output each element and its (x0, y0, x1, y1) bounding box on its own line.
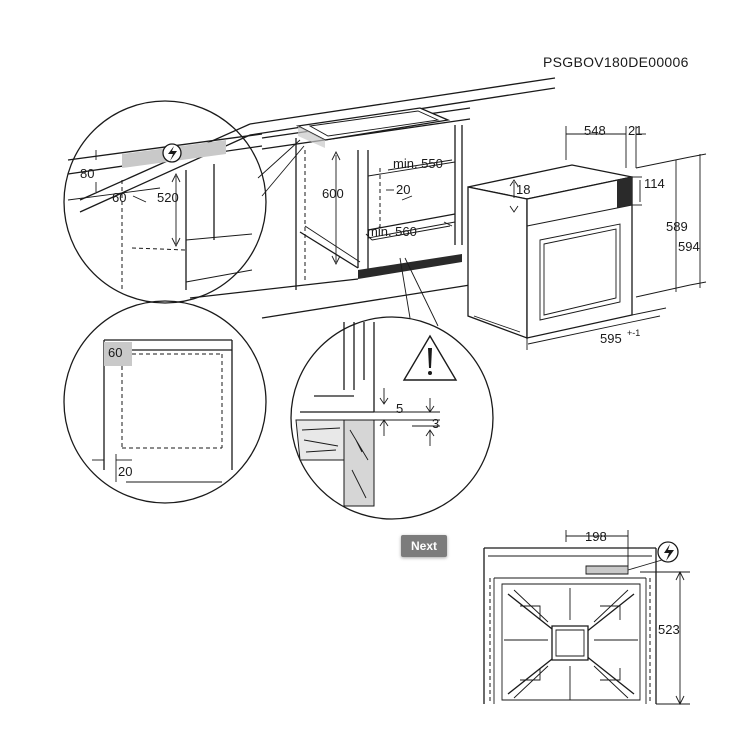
dimension-20-side: 20 (118, 464, 132, 479)
detail-circle-side: 60 20 (63, 300, 267, 504)
dimension-589: 589 (666, 219, 688, 234)
document-code: PSGBOV180DE00006 (543, 54, 689, 70)
dimension-594: 594 (678, 239, 700, 254)
dimension-18: 18 (516, 182, 530, 197)
kitchen-cabinet-drawing: 600 min. 550 20 min. 560 (79, 77, 556, 327)
next-button[interactable]: Next (401, 535, 447, 557)
detail-circle-plinth: 5 3 (290, 316, 494, 520)
detail-circle-worktop: 80 60 520 (63, 100, 305, 304)
electric-warning-icon (162, 143, 182, 163)
dimension-595-tolerance: +-1 (627, 328, 640, 338)
dimension-80: 80 (80, 166, 94, 181)
oven-drawing: 548 21 114 18 589 594 595 +-1 (467, 123, 707, 350)
electric-warning-icon-front (657, 541, 679, 563)
dimension-520: 520 (157, 190, 179, 205)
dimension-min-550: min. 550 (393, 156, 443, 171)
dimension-600: 600 (322, 186, 344, 201)
warning-triangle-icon (402, 334, 458, 381)
dimension-min-560: min. 560 (367, 224, 417, 239)
dimension-198: 198 (585, 529, 607, 544)
dimension-21: 21 (628, 123, 642, 138)
dimension-114: 114 (644, 176, 665, 191)
dimension-60-side: 60 (108, 345, 122, 360)
dimension-5: 5 (396, 401, 403, 416)
dimension-523: 523 (658, 622, 680, 637)
dimension-595: 595 (600, 331, 622, 346)
dimension-60-worktop: 60 (112, 190, 126, 205)
oven-front-view: 198 523 (483, 529, 690, 706)
dimension-3: 3 (432, 416, 439, 431)
dimension-548: 548 (584, 123, 606, 138)
dimension-20-top: 20 (396, 182, 410, 197)
